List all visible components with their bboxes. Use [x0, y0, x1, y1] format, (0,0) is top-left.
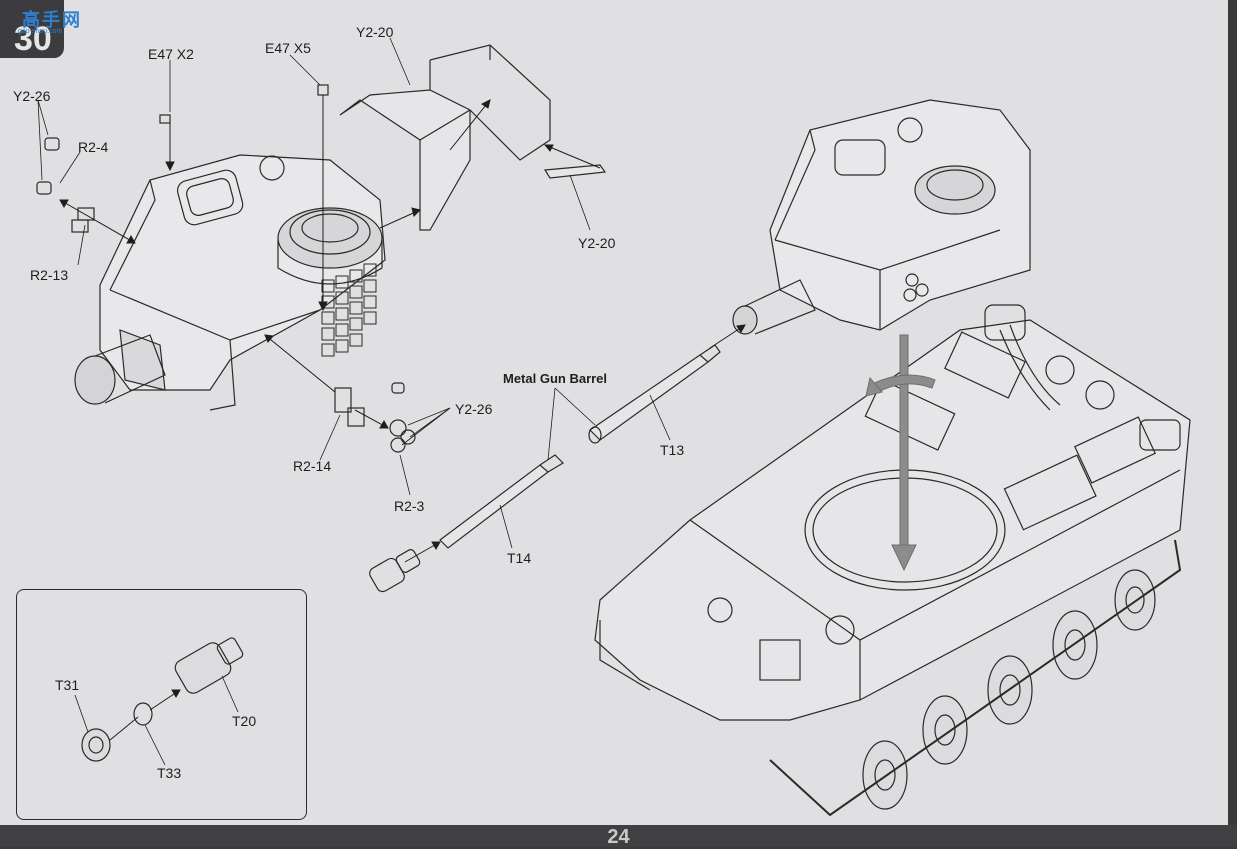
gun-barrel-drawing — [369, 344, 721, 593]
label-t14: T14 — [507, 550, 532, 566]
step-number-tab: 30 — [0, 0, 64, 58]
label-y2-26-top: Y2-26 — [13, 88, 51, 104]
hull-drawing — [594, 304, 1191, 817]
label-metal-gun-barrel: Metal Gun Barrel — [503, 371, 608, 386]
label-r2-13: R2-13 — [30, 267, 69, 283]
label-r2-3: R2-3 — [394, 498, 425, 514]
right-turret-drawing — [732, 99, 1031, 335]
inset-parts-drawing — [81, 637, 244, 762]
label-e47-x2: E47 X2 — [148, 46, 194, 62]
page-number: 24 — [607, 826, 630, 848]
footer-bar — [0, 825, 1237, 847]
label-r2-14: R2-14 — [293, 458, 332, 474]
turret-drop-arrow — [865, 334, 936, 572]
left-turret-drawing — [74, 154, 386, 411]
label-t20: T20 — [232, 713, 257, 729]
label-y2-20-top: Y2-20 — [356, 24, 394, 40]
step-number: 30 — [14, 20, 52, 58]
label-t31: T31 — [55, 677, 80, 693]
watermark-logo: 高手网 — [22, 10, 82, 30]
stowage-bin-drawing — [339, 44, 607, 231]
small-parts-left — [36, 84, 416, 453]
label-y2-26-mid: Y2-26 — [455, 401, 493, 417]
label-r2-4: R2-4 — [78, 139, 109, 155]
label-y2-20-mid: Y2-20 — [578, 235, 616, 251]
watermark-logo-sub: gao-shou.com — [18, 28, 63, 35]
label-t33: T33 — [157, 765, 182, 781]
label-t13: T13 — [660, 442, 685, 458]
label-e47-x5: E47 X5 — [265, 40, 311, 56]
sub-assembly-inset — [16, 589, 307, 820]
